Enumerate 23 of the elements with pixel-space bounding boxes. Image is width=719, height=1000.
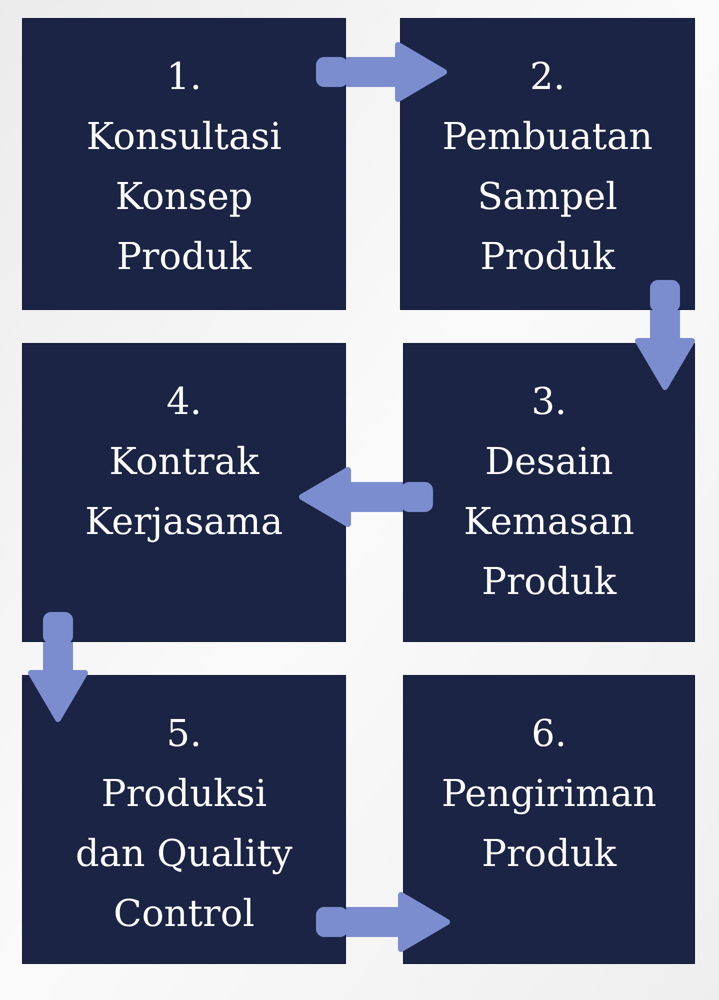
step-box [22, 675, 346, 964]
step-box [403, 343, 695, 642]
step-number: 5. [166, 711, 202, 757]
arrow [299, 467, 433, 527]
arrow [28, 612, 88, 722]
step-title: Desain Kemasan Produk [462, 439, 636, 605]
step-number: 3. [531, 379, 567, 425]
step-box [400, 18, 695, 310]
arrow [316, 892, 450, 952]
arrow [316, 42, 447, 102]
step-number: 6. [531, 711, 567, 757]
step-box [22, 343, 346, 642]
step-number: 1. [166, 54, 202, 100]
step-box [403, 675, 695, 964]
step-number: 2. [530, 54, 566, 100]
step-title: Kontrak Kerjasama [84, 439, 284, 545]
arrow [635, 280, 695, 390]
step-title: Konsultasi Konsep Produk [85, 114, 283, 280]
step-number: 4. [166, 379, 202, 425]
step-title: Pembuatan Sampel Produk [441, 114, 654, 280]
step-box [22, 18, 346, 310]
step-title: Pengiriman Produk [440, 771, 658, 877]
step-title: Produksi dan Quality Control [74, 771, 294, 937]
